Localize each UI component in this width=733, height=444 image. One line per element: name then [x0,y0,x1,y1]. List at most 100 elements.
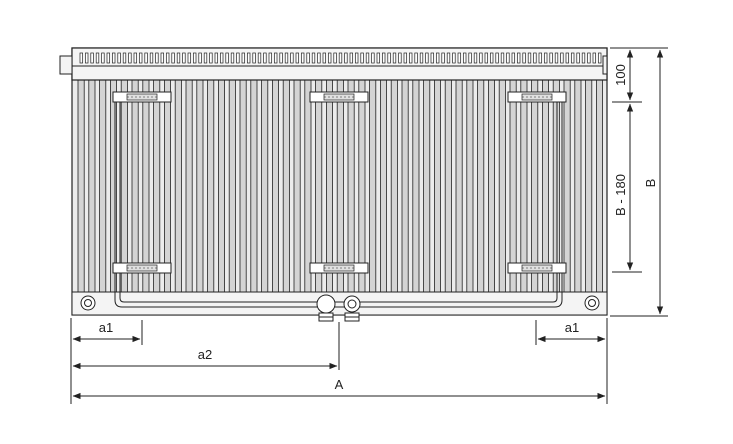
wall-bracket [112,262,172,274]
radiator-fins [77,79,604,293]
wall-bracket [112,91,172,103]
wall-bracket [507,91,567,103]
left-side-cap [59,55,73,75]
fin [401,79,409,293]
grille-slot [344,52,348,64]
label-bracket-spacing: B - 180 [613,174,628,216]
left-end-plug [80,295,96,311]
grille-slot [527,52,532,64]
grille-slot [554,52,559,64]
fin [174,79,182,293]
label-a2: a2 [198,347,212,362]
fin [552,79,560,293]
grille-slot [500,52,505,64]
grille-slot [414,52,418,64]
grille-slot [349,52,353,64]
grille-slot [419,52,424,64]
grille-slot [457,52,461,64]
fin [207,79,215,293]
grille-slot [117,52,121,64]
fin [99,79,107,293]
fin [239,79,247,293]
width-dimensions: a1 a1 a2 A [70,318,608,404]
fin [498,79,506,293]
fin [455,79,463,293]
grille-slot [473,52,478,64]
grille-slot [236,52,240,64]
grille-slot [560,52,564,64]
fin [444,79,452,293]
fin [336,79,344,293]
fin [520,79,528,293]
fin [142,79,150,293]
fin [563,79,571,293]
fin [433,79,441,293]
grille-slot [290,52,294,64]
fin [196,79,204,293]
fin [379,79,387,293]
grille-slot [176,52,181,64]
wall-bracket [507,262,567,274]
top-grille-slots [79,52,602,64]
grille-slot [220,52,224,64]
fin [293,79,301,293]
grille-slot [495,52,499,64]
grille-slot [79,52,83,64]
grille-slot [549,52,553,64]
grille-slot [306,52,310,64]
grille-slot [122,52,127,64]
grille-slot [506,52,510,64]
fin [261,79,269,293]
fin [423,79,431,293]
fin [487,79,495,293]
grille-slot [533,52,537,64]
wall-bracket [309,262,369,274]
grille-slot [430,52,434,64]
grille-slot [268,52,272,64]
fin [466,79,474,293]
grille-slot [425,52,429,64]
grille-slot [328,52,332,64]
grille-slot [187,52,191,64]
label-width: A [335,377,344,392]
grille-slot [452,52,456,64]
fin [217,79,225,293]
label-a1-left: a1 [99,320,113,335]
fin [185,79,193,293]
grille-slot [106,52,110,64]
grille-slot [171,52,175,64]
label-height: B [643,179,658,188]
grille-slot [365,52,370,64]
grille-slot [436,52,440,64]
grille-slot [544,52,548,64]
wall-bracket [309,91,369,103]
grille-slot [101,52,105,64]
grille-slot [576,52,580,64]
grille-slot [463,52,467,64]
fin [163,79,171,293]
label-a1-right: a1 [565,320,579,335]
wall-bracket-icon [112,91,567,274]
grille-slot [409,52,413,64]
grille-slot [479,52,483,64]
grille-slot [441,52,445,64]
grille-slot [522,52,526,64]
grille-slot [193,52,197,64]
grille-slot [392,52,397,64]
grille-slot [241,52,245,64]
radiator-drawing [59,47,608,322]
grille-slot [295,52,299,64]
grille-slot [155,52,159,64]
grille-slot [198,52,202,64]
grille-slot [209,52,213,64]
grille-slot [247,52,251,64]
grille-slot [144,52,148,64]
grille-slot [387,52,391,64]
fin [131,79,139,293]
grille-slot [517,52,521,64]
grille-slot [160,52,164,64]
grille-slot [112,52,116,64]
grille-slot [371,52,375,64]
grille-slot [214,52,218,64]
